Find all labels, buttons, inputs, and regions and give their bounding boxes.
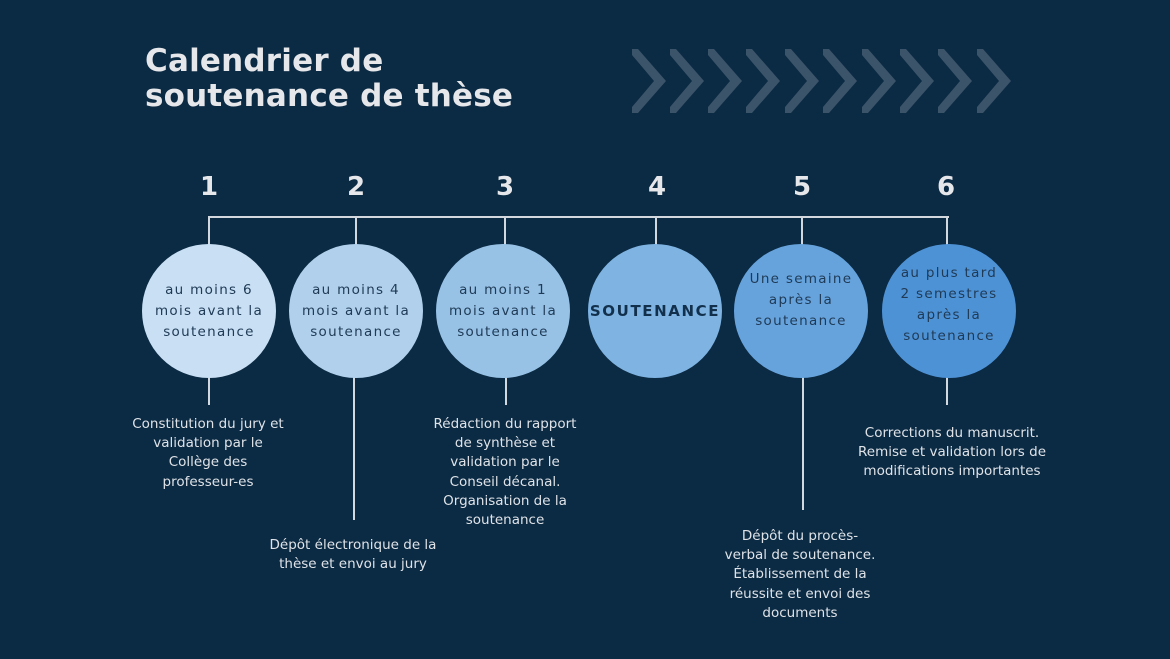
step-2-description-line: Dépôt électronique de la (269, 537, 437, 553)
step-6-timing-line: au plus tard (900, 265, 998, 281)
step-2-top-stem (355, 216, 357, 246)
step-3-description-line: soutenance (465, 512, 545, 529)
step-6-number: 6 (936, 172, 956, 202)
step-5-description-line: Établissement de la (733, 566, 867, 583)
step-2-timing-line: au moins 4 (312, 281, 400, 298)
step-3-timing-line: mois avant la (448, 302, 558, 319)
step-3-timing-line: au moins 1 (459, 281, 547, 298)
step-2-number: 2 (346, 172, 366, 202)
step-1-bottom-stem (208, 377, 210, 405)
step-1-top-stem (208, 216, 210, 246)
step-2-timing-line: mois avant la (301, 302, 411, 319)
step-6-timing-line: après la (916, 307, 982, 323)
step-2-description: Dépôt électronique de la thèse et envoi … (253, 536, 453, 574)
step-5-description-line: Dépôt du procès- (741, 528, 859, 544)
step-5-top-stem (801, 216, 803, 246)
step-4-timing-line: SOUTENANCE (589, 301, 721, 320)
title-line-1: Calendrier de (145, 43, 384, 79)
step-1-timing-line: soutenance (163, 323, 255, 340)
step-5-number: 5 (792, 172, 812, 202)
step-5-description-line: verbal de soutenance. (724, 547, 876, 564)
step-6-timing-line: soutenance (903, 328, 995, 344)
step-1-timing-line: au moins 6 (165, 281, 253, 298)
step-3-timing-line: soutenance (457, 323, 549, 340)
step-6-top-stem (946, 216, 948, 246)
step-1-description-line: Constitution du jury et (132, 416, 284, 432)
step-1-description-line: professeur-es (162, 473, 254, 490)
step-6-description: Corrections du manuscrit. Remise et vali… (847, 424, 1057, 482)
step-2-description-line: thèse et envoi au jury (279, 556, 427, 573)
step-3-top-stem (504, 216, 506, 246)
step-6-bottom-stem (946, 377, 948, 405)
step-2-bottom-stem (353, 377, 355, 520)
step-1-timing-line: mois avant la (154, 302, 264, 319)
step-3-description-line: de synthèse et (454, 435, 556, 452)
step-6-description-line: modifications importantes (863, 463, 1041, 480)
step-3-bottom-stem (505, 377, 507, 405)
step-3-description-line: Rédaction du rapport (433, 416, 577, 432)
step-6-description-line: Corrections du manuscrit. (864, 425, 1040, 441)
step-4-number: 4 (647, 172, 667, 202)
step-3-timing-circle: au moins 1 mois avant la soutenance (436, 244, 570, 378)
step-6-timing-circle: au plus tard 2 semestres après la souten… (882, 244, 1016, 378)
step-5-timing-line: après la (768, 291, 834, 308)
step-6-description-line: Remise et validation lors de (857, 444, 1047, 461)
step-4-soutenance-circle: SOUTENANCE (588, 244, 722, 378)
step-2-timing-line: soutenance (310, 323, 402, 340)
title-line-2: soutenance de thèse (145, 78, 514, 114)
chevron-right-icon (632, 49, 1011, 113)
step-5-bottom-stem (802, 377, 804, 510)
step-2-timing-circle: au moins 4 mois avant la soutenance (289, 244, 423, 378)
timeline-connector (208, 216, 949, 218)
step-1-description-line: Collège des (168, 454, 248, 471)
page-title: Calendrier de soutenance de thèse (145, 44, 513, 114)
step-5-timing-circle: Une semaine après la soutenance (734, 244, 868, 378)
step-5-description-line: documents (762, 604, 838, 621)
step-3-number: 3 (495, 172, 515, 202)
step-5-timing-line: Une semaine (749, 270, 853, 287)
step-3-description-line: validation par le (450, 454, 560, 471)
step-3-description-line: Conseil décanal. (449, 473, 561, 490)
step-5-timing-line: soutenance (755, 312, 847, 329)
step-3-description-line: Organisation de la (443, 492, 567, 509)
step-6-timing-line: 2 semestres (900, 286, 998, 302)
step-1-description: Constitution du jury et validation par l… (113, 415, 303, 492)
step-4-top-stem (655, 216, 657, 246)
step-1-timing-circle: au moins 6 mois avant la soutenance (142, 244, 276, 378)
step-5-description-line: réussite et envoi des (729, 585, 871, 602)
step-3-description: Rédaction du rapport de synthèse et vali… (410, 415, 600, 530)
step-1-number: 1 (199, 172, 219, 202)
step-5-description: Dépôt du procès- verbal de soutenance. É… (705, 527, 895, 623)
step-1-description-line: validation par le (153, 435, 263, 452)
